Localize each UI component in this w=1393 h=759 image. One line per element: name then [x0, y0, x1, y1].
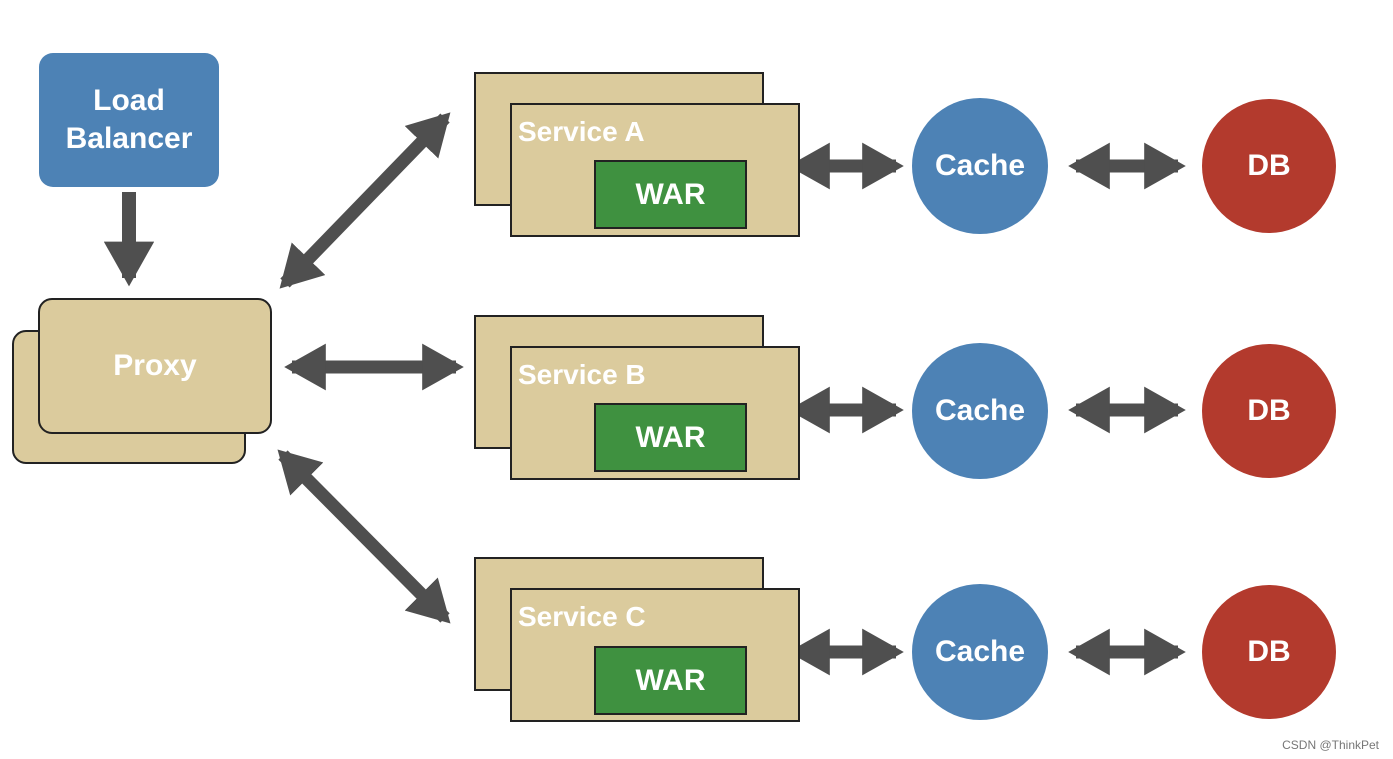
load-balancer-box: Load Balancer: [39, 53, 219, 187]
db-a-circle: DB: [1202, 99, 1336, 233]
service-b-war: WAR: [594, 403, 747, 472]
arrow-proxy-service-a: [279, 112, 451, 289]
service-a-box: Service A WAR: [510, 103, 800, 237]
service-a-label: Service A: [518, 116, 645, 147]
db-b-circle: DB: [1202, 344, 1336, 478]
cache-a-circle: Cache: [912, 98, 1048, 234]
service-c-box: Service C WAR: [510, 588, 800, 722]
proxy-box: Proxy: [38, 298, 272, 434]
watermark-text: CSDN @ThinkPet: [1282, 738, 1379, 752]
proxy-label: Proxy: [113, 349, 197, 382]
cache-b-circle: Cache: [912, 343, 1048, 479]
service-c-label: Service C: [518, 601, 646, 632]
service-c-war: WAR: [594, 646, 747, 715]
cache-c-circle: Cache: [912, 584, 1048, 720]
service-a-war: WAR: [594, 160, 747, 229]
service-b-box: Service B WAR: [510, 346, 800, 480]
arrow-proxy-service-c: [277, 449, 451, 624]
service-b-label: Service B: [518, 359, 646, 390]
db-c-circle: DB: [1202, 585, 1336, 719]
